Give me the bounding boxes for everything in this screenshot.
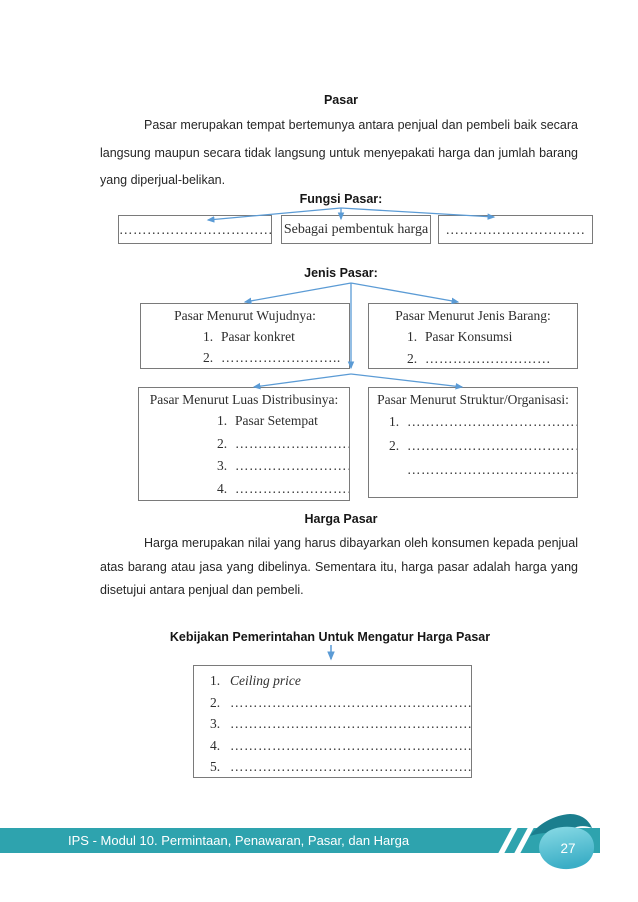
- page-number-badge: 27: [530, 814, 595, 870]
- footer-title: IPS - Modul 10. Permintaan, Penawaran, P…: [68, 833, 410, 848]
- box-title: Pasar Menurut Luas Distribusinya:: [149, 392, 339, 407]
- harga-paragraph: Harga merupakan nilai yang harus dibayar…: [100, 536, 578, 597]
- ribbon-leaf-icon: [530, 814, 592, 836]
- footer-bar: IPS - Modul 10. Permintaan, Penawaran, P…: [0, 828, 600, 853]
- intro-paragraph: Pasar merupakan tempat bertemunya antara…: [100, 118, 578, 187]
- page-number: 27: [560, 841, 575, 856]
- page-title: Pasar: [323, 93, 359, 107]
- badge-blob-icon: [539, 826, 595, 870]
- jenis-box-wujudnya: Pasar Menurut Wujudnya: 1.Pasar konkret …: [140, 303, 350, 369]
- box-title: Pasar Menurut Jenis Barang:: [395, 308, 551, 323]
- jenis-box-jenis-barang: Pasar Menurut Jenis Barang: 1.Pasar Kons…: [368, 303, 578, 369]
- kebijakan-box: 1.Ceiling price 2.……………………………………………. 3.……: [193, 665, 472, 778]
- box-title: Pasar Menurut Wujudnya:: [174, 308, 316, 323]
- fungsi-box-left: ……………………………..: [118, 215, 272, 244]
- box-title: Pasar Menurut Struktur/Organisasi:: [377, 392, 569, 407]
- section-heading-fungsi: Fungsi Pasar:: [299, 192, 383, 206]
- jenis-box-struktur-organisasi: Pasar Menurut Struktur/Organisasi: 1.…………: [368, 387, 578, 498]
- jenis-box-luas-distribusi: Pasar Menurut Luas Distribusinya: 1.Pasa…: [138, 387, 350, 501]
- section-heading-harga: Harga Pasar: [304, 512, 378, 526]
- fungsi-box-right: …………………………: [438, 215, 593, 244]
- section-heading-kebijakan: Kebijakan Pemerintahan Untuk Mengatur Ha…: [169, 630, 491, 644]
- fungsi-box-center: Sebagai pembentuk harga: [281, 215, 431, 244]
- section-heading-jenis: Jenis Pasar:: [304, 266, 378, 280]
